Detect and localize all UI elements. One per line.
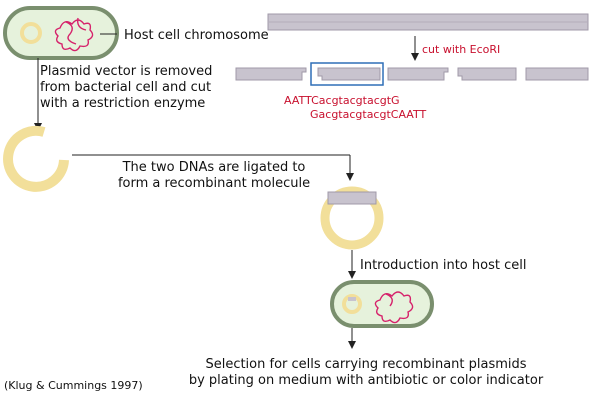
selection-label: Selection for cells carrying recombinant…	[176, 357, 556, 389]
ligation-line-1: The two DNAs are ligated to	[122, 160, 306, 175]
cut-plasmid	[3, 125, 69, 192]
bacterial-cell-bottom	[330, 280, 434, 328]
cut-with-label: cut with EcoRI	[422, 43, 501, 56]
host-chromosome-label: Host cell chromosome	[124, 28, 269, 43]
selection-line-1: Selection for cells carrying recombinant…	[205, 357, 527, 372]
dna-fragments	[235, 67, 589, 81]
fragment-highlight-box	[310, 62, 384, 86]
selection-line-2: by plating on medium with antibiotic or …	[188, 373, 544, 388]
recombinant-plasmid	[320, 186, 384, 250]
citation-label: (Klug & Cummings 1997)	[4, 379, 143, 392]
introduction-label: Introduction into host cell	[360, 258, 527, 273]
sequence-top: AATTCacgtacgtacgtG	[284, 94, 400, 107]
bacterial-cell-top	[3, 6, 119, 60]
plasmid-removed-line-1: Plasmid vector is removed	[40, 64, 213, 79]
sequence-bottom: GacgtacgtacgtCAATT	[310, 108, 427, 121]
ligation-label: The two DNAs are ligated to form a recom…	[114, 160, 314, 192]
plasmid-removed-line-3: with a restriction enzyme	[40, 96, 206, 111]
plasmid-removed-line-2: from bacterial cell and cut	[40, 80, 212, 95]
host-chromosome-dna	[267, 13, 589, 31]
chromosome-icon	[54, 17, 94, 52]
ligation-line-2: form a recombinant molecule	[117, 176, 311, 191]
plasmid-removed-label: Plasmid vector is removed from bacterial…	[40, 64, 212, 112]
plasmid-circle-icon	[20, 22, 42, 44]
